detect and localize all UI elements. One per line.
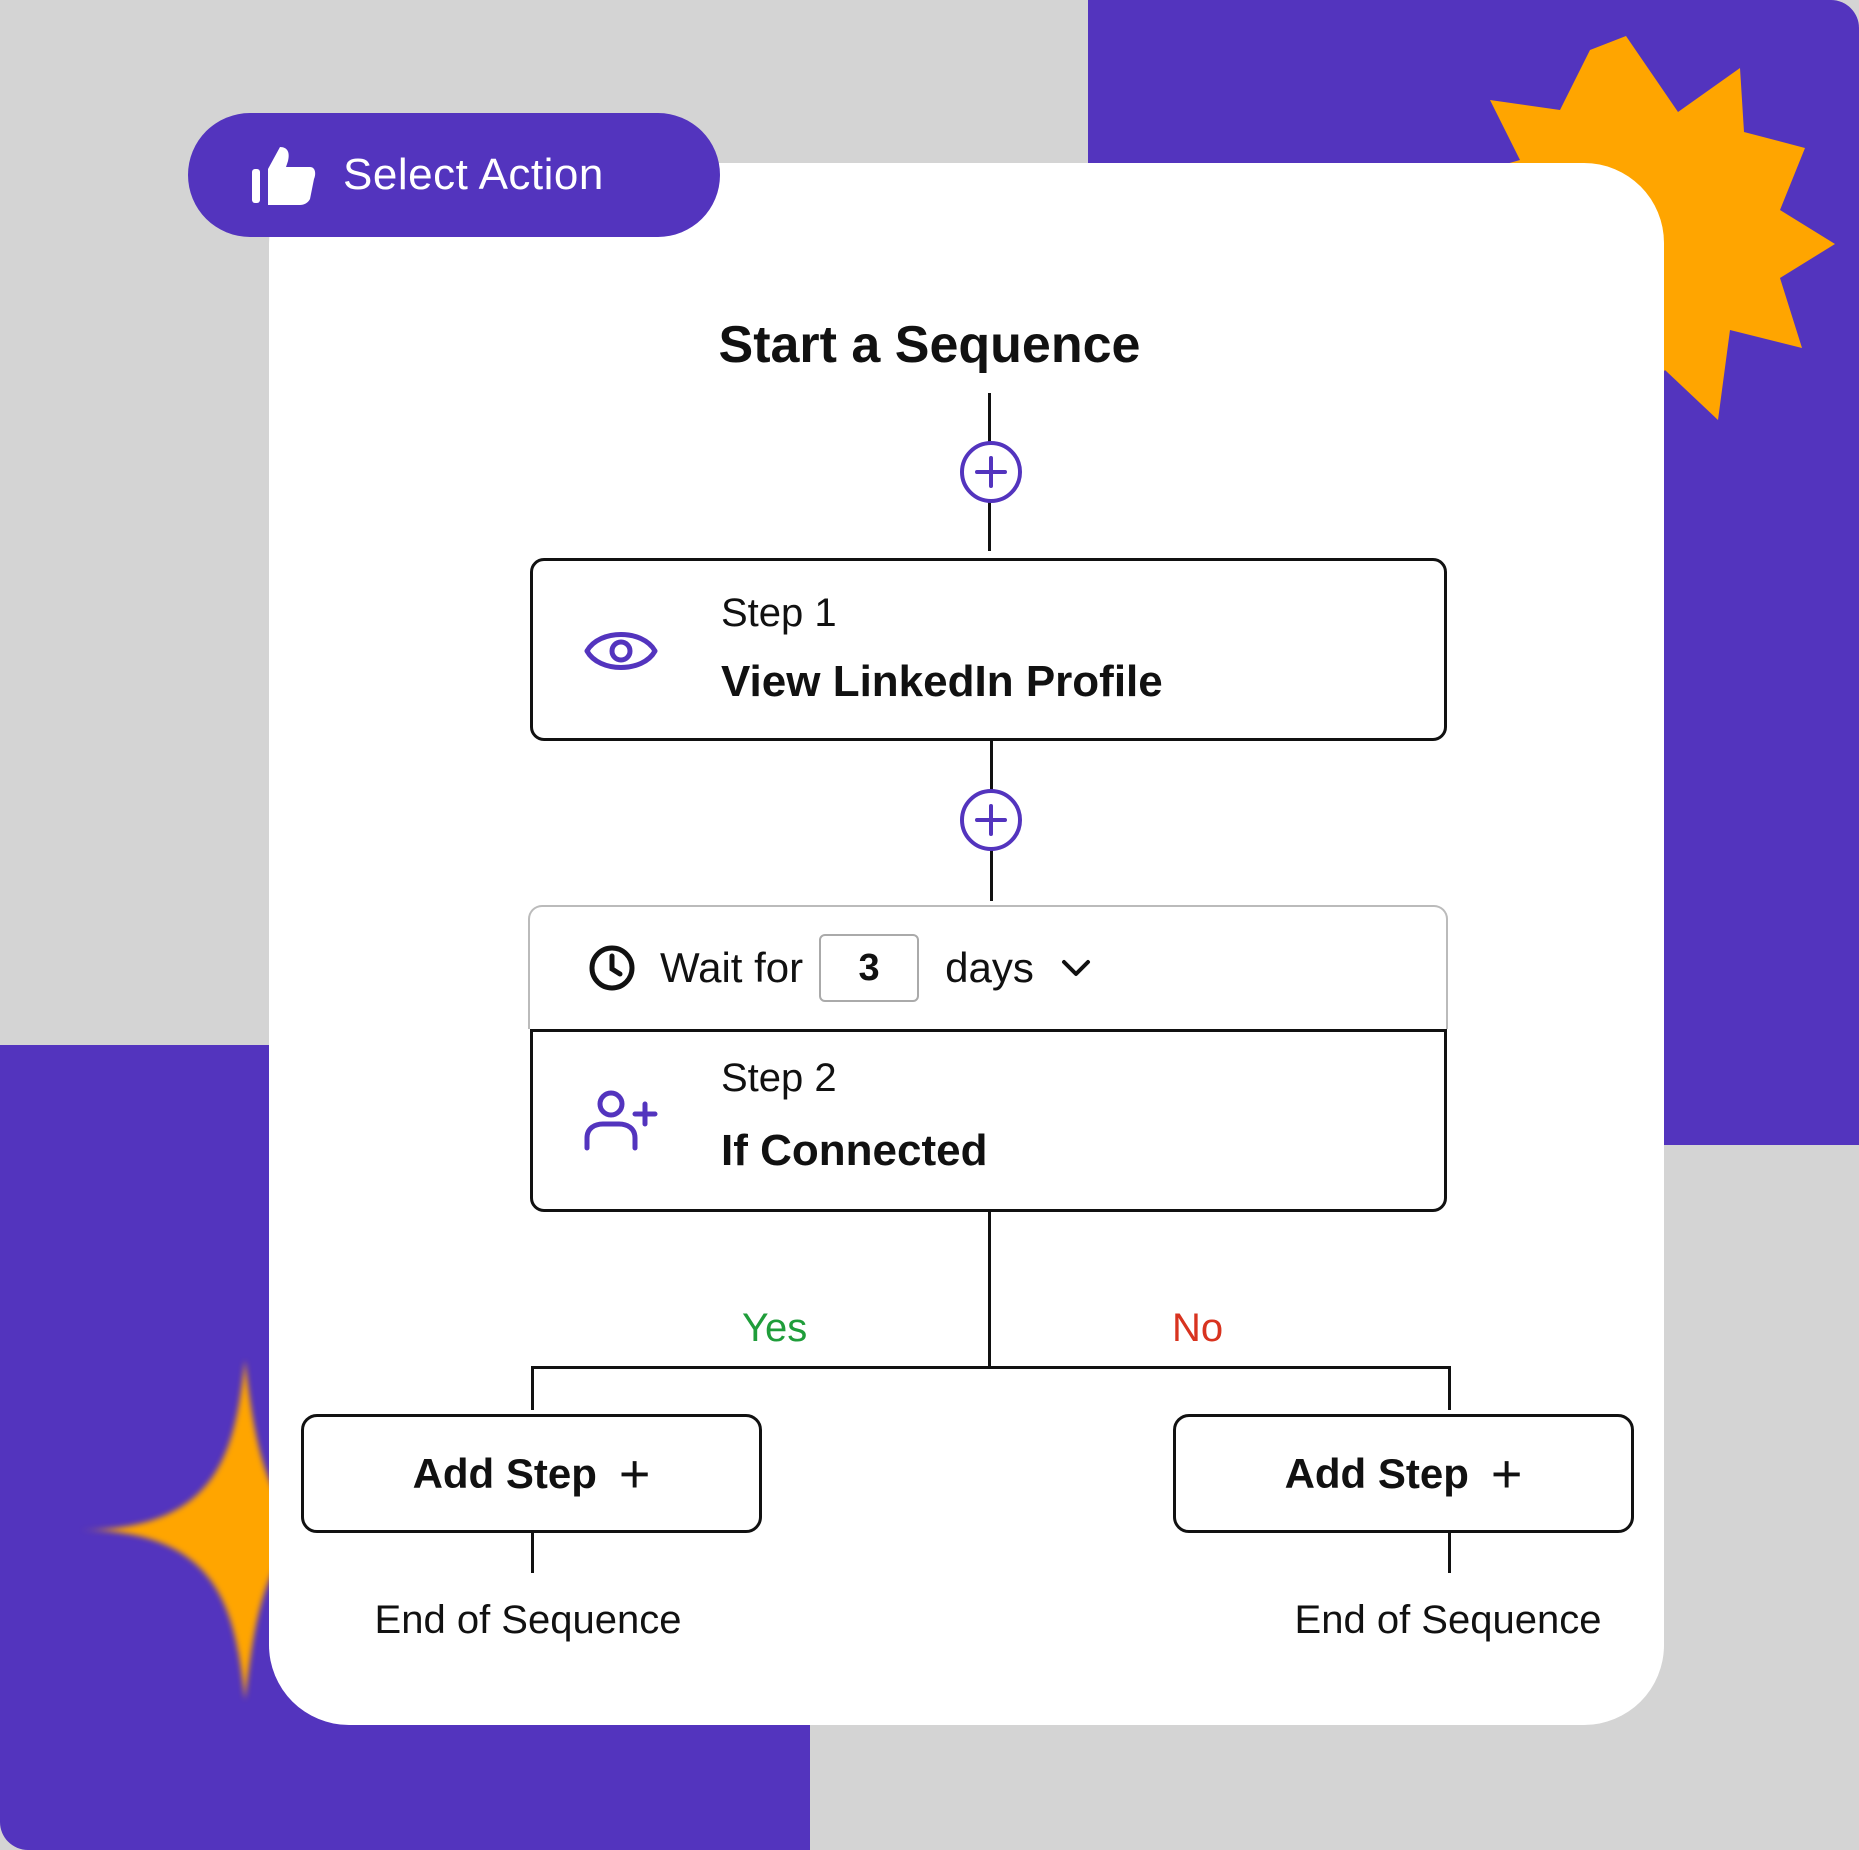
end-connector-left <box>531 1533 534 1573</box>
plus-icon: + <box>618 1443 651 1504</box>
add-step-circle-1[interactable] <box>960 441 1022 503</box>
plus-icon <box>975 456 1007 488</box>
end-of-sequence-right: End of Sequence <box>1294 1598 1602 1642</box>
step-2-label: Step 2 <box>721 1056 837 1100</box>
branch-left-drop <box>531 1366 534 1410</box>
add-step-label: Add Step <box>1284 1449 1469 1497</box>
step-2-card[interactable]: Step 2 If Connected <box>530 1029 1447 1212</box>
clock-icon <box>588 944 636 992</box>
step-2-name: If Connected <box>721 1126 988 1175</box>
select-action-label: Select Action <box>343 150 604 199</box>
wait-prefix: Wait for <box>660 944 804 991</box>
select-action-button[interactable]: Select Action <box>188 113 720 237</box>
plus-icon: + <box>1490 1443 1523 1504</box>
thumbs-up-icon <box>250 145 316 205</box>
end-of-sequence-left: End of Sequence <box>374 1598 682 1642</box>
branch-right-drop <box>1448 1366 1451 1410</box>
eye-icon <box>583 621 659 686</box>
sparkle-decoration <box>80 1360 330 1700</box>
wait-days-input[interactable]: 3 <box>819 934 920 1002</box>
branch-yes-label: Yes <box>742 1306 808 1350</box>
end-connector-right <box>1448 1533 1451 1573</box>
wait-row: Wait for 3 days <box>528 905 1448 1029</box>
add-step-label: Add Step <box>412 1449 597 1497</box>
add-step-no-button[interactable]: Add Step + <box>1173 1414 1634 1533</box>
plus-icon <box>975 804 1007 836</box>
step-1-card[interactable]: Step 1 View LinkedIn Profile <box>530 558 1447 741</box>
user-plus-icon <box>583 1088 659 1157</box>
branch-no-label: No <box>1172 1306 1224 1350</box>
wait-unit-dropdown[interactable]: days <box>945 944 1092 992</box>
sequence-title: Start a Sequence <box>718 316 1141 374</box>
step-1-label: Step 1 <box>721 591 837 635</box>
add-step-yes-button[interactable]: Add Step + <box>301 1414 762 1533</box>
branch-bar <box>531 1366 1451 1369</box>
step-1-name: View LinkedIn Profile <box>721 657 1163 706</box>
add-step-circle-2[interactable] <box>960 789 1022 851</box>
branch-stem <box>988 1212 991 1368</box>
chevron-down-icon <box>1061 960 1090 976</box>
wait-unit-label: days <box>945 944 1034 991</box>
